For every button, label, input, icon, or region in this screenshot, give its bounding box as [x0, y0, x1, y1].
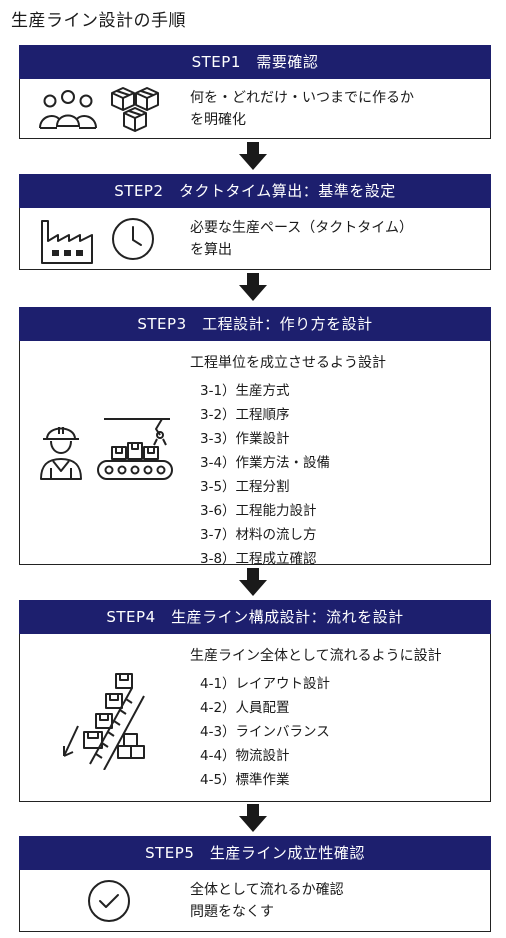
step-1: STEP1 需要確認 何を・どれだけ・いつまでに作るか を明確化	[19, 45, 491, 139]
step-1-desc-line-1: 何を・どれだけ・いつまでに作るか	[190, 90, 414, 106]
list-item: 4-1）レイアウト設計	[200, 676, 331, 692]
list-item: 3-3）作業設計	[200, 431, 290, 447]
step-5: STEP5 生産ライン成立性確認 全体として流れるか確認 問題をなくす	[19, 836, 491, 932]
step-5-desc-line-2: 問題をなくす	[190, 904, 274, 920]
step-4-items: 4-1）レイアウト設計 4-2）人員配置 4-3）ラインバランス 4-4）物流設…	[200, 672, 442, 792]
check-circle-icon	[88, 880, 130, 922]
step-2-desc-line-1: 必要な生産ペース（タクトタイム）	[190, 220, 414, 236]
step-1-body: 何を・どれだけ・いつまでに作るか を明確化	[19, 79, 491, 139]
step-4-body: 生産ライン全体として流れるように設計 4-1）レイアウト設計 4-2）人員配置 …	[19, 634, 491, 802]
step-2-desc-line-2: を算出	[190, 242, 232, 258]
step-5-body: 全体として流れるか確認 問題をなくす	[19, 870, 491, 932]
list-item: 3-5）工程分割	[200, 479, 290, 495]
list-item: 4-4）物流設計	[200, 748, 290, 764]
step-3-lead: 工程単位を成立させるよう設計	[190, 355, 386, 371]
clock-icon	[112, 218, 154, 260]
step-1-desc-line-2: を明確化	[190, 112, 246, 128]
list-item: 3-8）工程成立確認	[200, 551, 317, 567]
down-arrow-icon	[239, 142, 267, 170]
list-item: 3-4）作業方法・設備	[200, 455, 331, 471]
list-item: 3-2）工程順序	[200, 407, 290, 423]
list-item: 3-1）生産方式	[200, 383, 290, 399]
down-arrow-icon	[239, 568, 267, 596]
factory-icon	[41, 220, 93, 264]
conveyor-boxes-icon	[63, 673, 145, 770]
page-title: 生産ライン設計の手順	[11, 11, 186, 31]
step-3-body: 工程単位を成立させるよう設計 3-1）生産方式 3-2）工程順序 3-3）作業設…	[19, 341, 491, 567]
step-4-lead: 生産ライン全体として流れるように設計	[190, 648, 442, 664]
worker-helmet-icon	[40, 427, 82, 480]
list-item: 4-5）標準作業	[200, 772, 290, 788]
step-3-items: 3-1）生産方式 3-2）工程順序 3-3）作業設計 3-4）作業方法・設備 3…	[200, 379, 386, 571]
step-1-header: STEP1 需要確認	[19, 45, 491, 79]
list-item: 4-3）ラインバランス	[200, 724, 330, 740]
list-item: 3-7）材料の流し方	[200, 527, 317, 543]
step-3: STEP3 工程設計：作り方を設計	[19, 307, 491, 567]
step-4: STEP4 生産ライン構成設計：流れを設計 生産ライン全体として流れるように設計…	[19, 600, 491, 802]
step-2: STEP2 タクトタイム算出：基準を設定 必要な生産ペース（タクトタイム） を算…	[19, 174, 491, 270]
conveyor-robot-icon	[97, 418, 173, 480]
list-item: 3-6）工程能力設計	[200, 503, 317, 519]
list-item: 4-2）人員配置	[200, 700, 290, 716]
boxes-icon	[111, 87, 159, 132]
down-arrow-icon	[239, 804, 267, 832]
step-2-body: 必要な生産ペース（タクトタイム） を算出	[19, 208, 491, 270]
step-3-header: STEP3 工程設計：作り方を設計	[19, 307, 491, 341]
down-arrow-icon	[239, 273, 267, 301]
people-group-icon	[39, 90, 97, 129]
step-5-header: STEP5 生産ライン成立性確認	[19, 836, 491, 870]
step-5-desc-line-1: 全体として流れるか確認	[190, 882, 344, 898]
step-2-header: STEP2 タクトタイム算出：基準を設定	[19, 174, 491, 208]
step-4-header: STEP4 生産ライン構成設計：流れを設計	[19, 600, 491, 634]
